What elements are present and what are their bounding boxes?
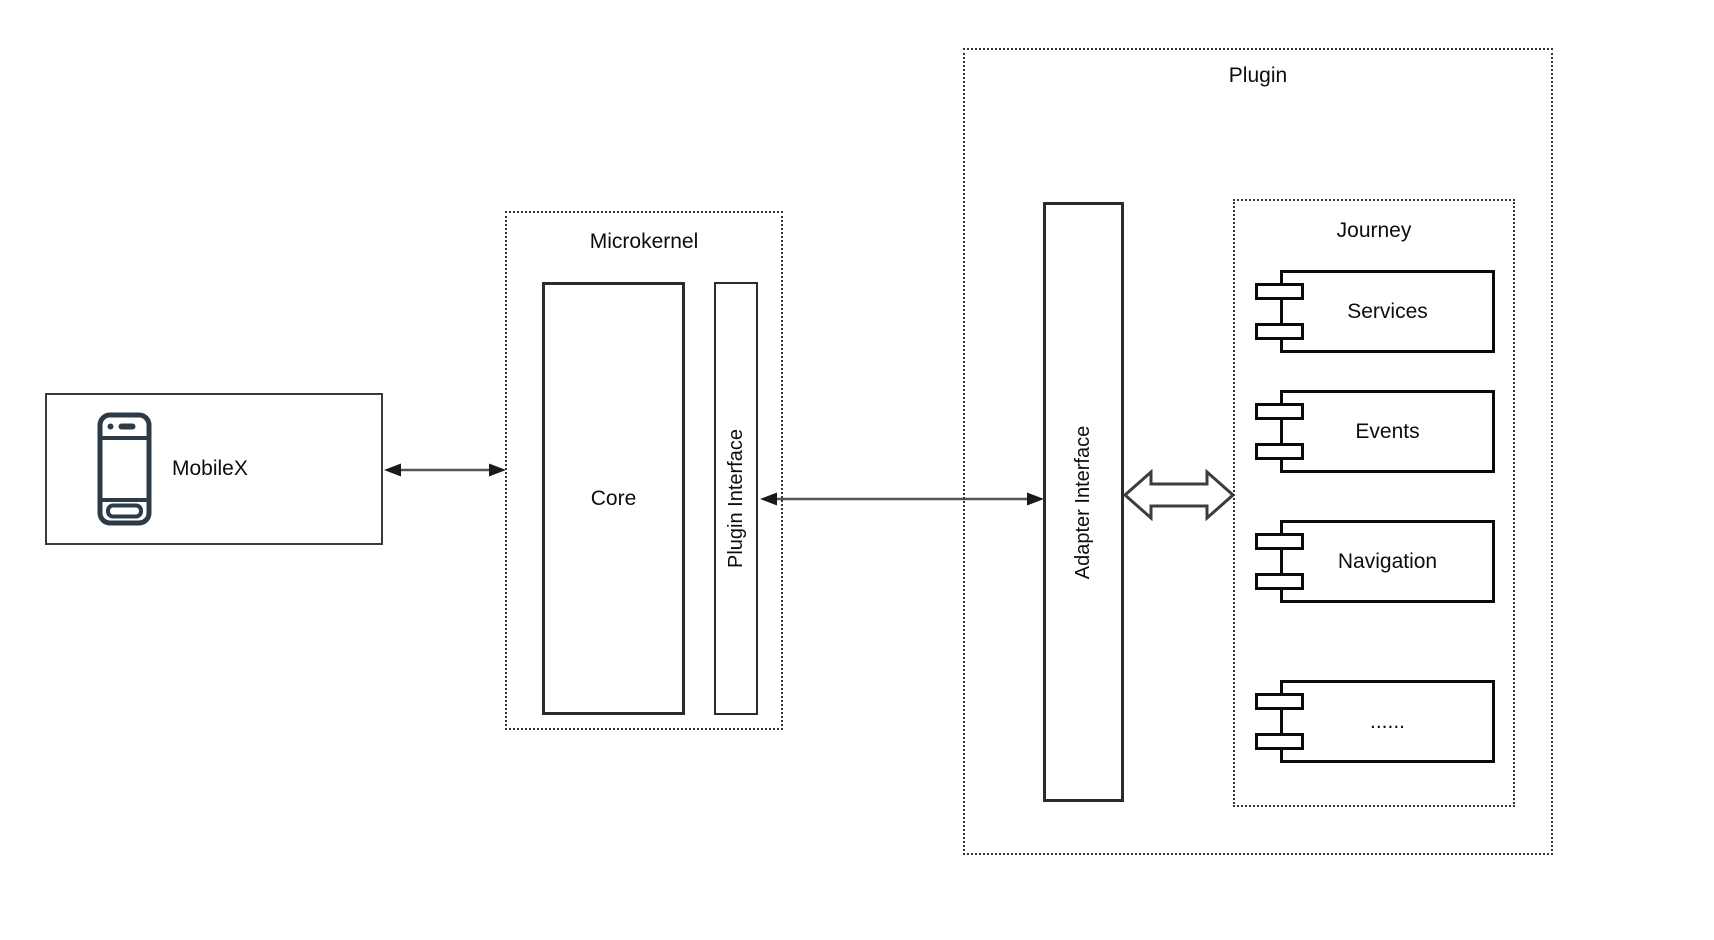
phone-camera-dot <box>107 423 114 430</box>
journey-component-services: Services <box>1255 270 1495 353</box>
navigation-label: Navigation <box>1337 549 1438 573</box>
journey-container: Journey Services Events Navigation .....… <box>1233 199 1515 807</box>
plugin-interface-adapter-arrow <box>760 492 1044 506</box>
adapter-interface-box: Adapter Interface <box>1043 202 1124 802</box>
journey-component-more: ...... <box>1255 680 1495 763</box>
component-tab-icon <box>1255 533 1304 550</box>
events-label: Events <box>1355 419 1420 443</box>
component-tab-icon <box>1255 733 1304 750</box>
more-components-label: ...... <box>1369 709 1405 733</box>
plugin-container: Plugin Adapter Interface Journey Service… <box>963 48 1553 855</box>
microkernel-container: Microkernel Core Plugin Interface <box>505 211 783 730</box>
component-tab-icon <box>1255 323 1304 340</box>
plugin-interface-box: Plugin Interface <box>714 282 758 715</box>
services-label: Services <box>1347 299 1428 323</box>
core-box: Core <box>542 282 685 715</box>
plugin-interface-label: Plugin Interface <box>724 429 747 568</box>
phone-home-bar <box>106 503 143 519</box>
component-tab-icon <box>1255 403 1304 420</box>
microkernel-title: Microkernel <box>589 230 699 253</box>
adapter-journey-hollow-arrow <box>1122 469 1236 521</box>
component-tab-icon <box>1255 693 1304 710</box>
journey-component-events: Events <box>1255 390 1495 473</box>
component-tab-icon <box>1255 283 1304 300</box>
mobilex-node: MobileX <box>45 393 383 545</box>
mobilex-microkernel-arrow <box>384 463 506 477</box>
core-label: Core <box>590 486 637 510</box>
component-tab-icon <box>1255 573 1304 590</box>
journey-component-navigation: Navigation <box>1255 520 1495 603</box>
plugin-title: Plugin <box>1228 64 1288 87</box>
journey-title: Journey <box>1336 219 1412 242</box>
smartphone-icon <box>97 412 152 526</box>
component-tab-icon <box>1255 443 1304 460</box>
adapter-interface-label: Adapter Interface <box>1072 425 1094 579</box>
phone-speaker-pill <box>118 423 136 430</box>
mobilex-label: MobileX <box>172 457 248 480</box>
